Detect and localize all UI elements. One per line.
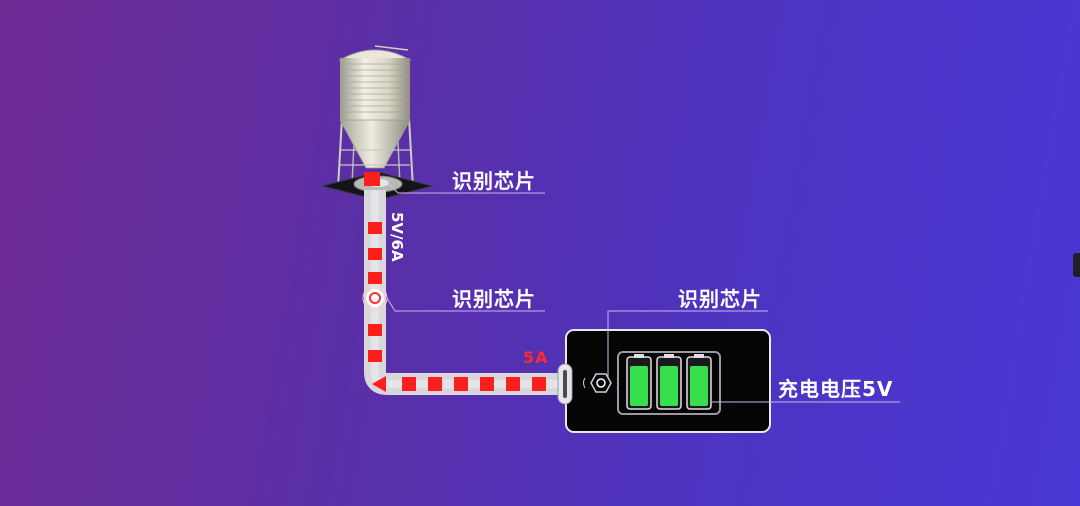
flow-arrow xyxy=(372,376,386,392)
leader-chip-top xyxy=(387,182,545,194)
chip-middle-label: 识别芯片 xyxy=(452,287,536,311)
flow-segment xyxy=(428,377,442,391)
output-current-label: 5A xyxy=(523,348,549,367)
chip-icon xyxy=(362,285,388,311)
flow-segment xyxy=(368,272,382,284)
flow-segment xyxy=(506,377,520,391)
leader-chip-middle xyxy=(386,297,545,312)
flow-segment xyxy=(368,324,382,336)
flow-segment xyxy=(364,172,380,186)
battery-pack xyxy=(557,329,771,433)
flow-segment xyxy=(368,248,382,260)
leader-chip-battery xyxy=(607,310,768,378)
flow-segment xyxy=(402,377,416,391)
flow-segment xyxy=(480,377,494,391)
battery-icon xyxy=(617,351,721,415)
flow-segment xyxy=(532,377,546,391)
current-flow xyxy=(364,172,620,392)
side-handle[interactable] xyxy=(1073,253,1080,277)
chip-icon xyxy=(583,373,619,393)
flow-segment xyxy=(368,350,382,362)
input-rating-label: 5V/6A xyxy=(388,212,406,262)
flow-segment xyxy=(454,377,468,391)
chip-top-label: 识别芯片 xyxy=(452,169,536,193)
flow-segment xyxy=(368,222,382,234)
charge-voltage-label: 充电电压5V xyxy=(778,377,894,401)
chip-battery-label: 识别芯片 xyxy=(678,287,762,311)
pointer-lines xyxy=(386,182,900,403)
